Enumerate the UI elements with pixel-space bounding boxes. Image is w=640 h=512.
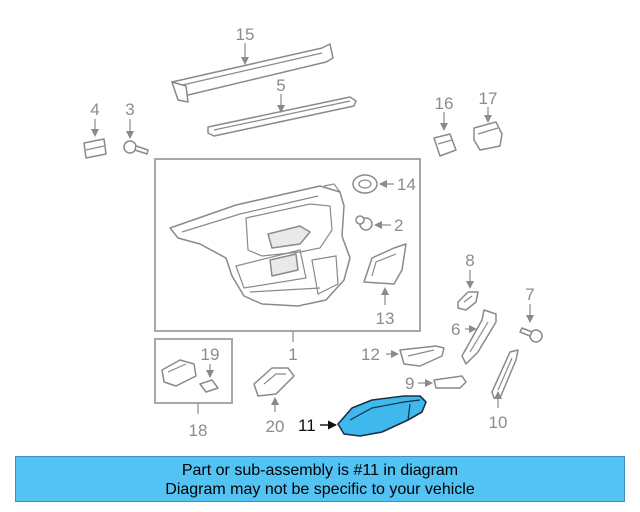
label-8: 8 (465, 251, 474, 270)
part-11-body (337, 395, 427, 437)
label-12: 12 (361, 345, 380, 364)
part-12-switch-bezel (399, 345, 445, 367)
label-10: 10 (489, 413, 508, 432)
label-1: 1 (288, 345, 297, 364)
part-9-cover (433, 375, 467, 389)
label-4: 4 (90, 100, 99, 119)
label-2: 2 (394, 216, 403, 235)
part-11-armrest-highlighted (337, 395, 427, 437)
info-banner: Part or sub-assembly is #11 in diagram D… (15, 456, 625, 502)
label-6: 6 (451, 320, 460, 339)
label-18: 18 (189, 421, 208, 440)
frame-part-18 (154, 338, 233, 404)
part-13-cover (363, 243, 407, 285)
label-5: 5 (276, 76, 285, 95)
part-2-push-pin (355, 215, 373, 231)
part-18-switch (161, 359, 197, 387)
label-20: 20 (266, 417, 285, 436)
part-6-bracket (461, 309, 497, 365)
label-19: 19 (201, 345, 220, 364)
label-13: 13 (376, 309, 395, 328)
part-14-speaker (352, 174, 378, 194)
part-7-screw (519, 327, 543, 343)
part-5-belt-molding (207, 96, 357, 137)
label-9: 9 (405, 374, 414, 393)
part-17-bracket (473, 121, 503, 151)
banner-line-2: Diagram may not be specific to your vehi… (165, 481, 475, 498)
label-14: 14 (397, 175, 416, 194)
label-7: 7 (525, 285, 534, 304)
part-19-clip (199, 379, 219, 393)
part-15-window-trim-strip (171, 43, 334, 103)
banner-line-1: Part or sub-assembly is #11 in diagram (181, 462, 459, 479)
label-3: 3 (125, 100, 134, 119)
part-8-bezel (457, 291, 479, 311)
part-door-trim-panel (169, 183, 351, 307)
part-10-strip (491, 349, 519, 399)
part-4-clip (83, 138, 107, 159)
label-11: 11 (298, 416, 316, 435)
part-20-handle-bezel (253, 367, 295, 397)
label-16: 16 (435, 94, 454, 113)
part-3-screw (123, 140, 149, 155)
label-17: 17 (479, 89, 498, 108)
parts-diagram: 15 5 4 3 16 17 1 (83, 25, 543, 440)
part-16-clip (433, 133, 457, 157)
frame-part-1 (154, 158, 421, 332)
label-15: 15 (236, 25, 255, 44)
